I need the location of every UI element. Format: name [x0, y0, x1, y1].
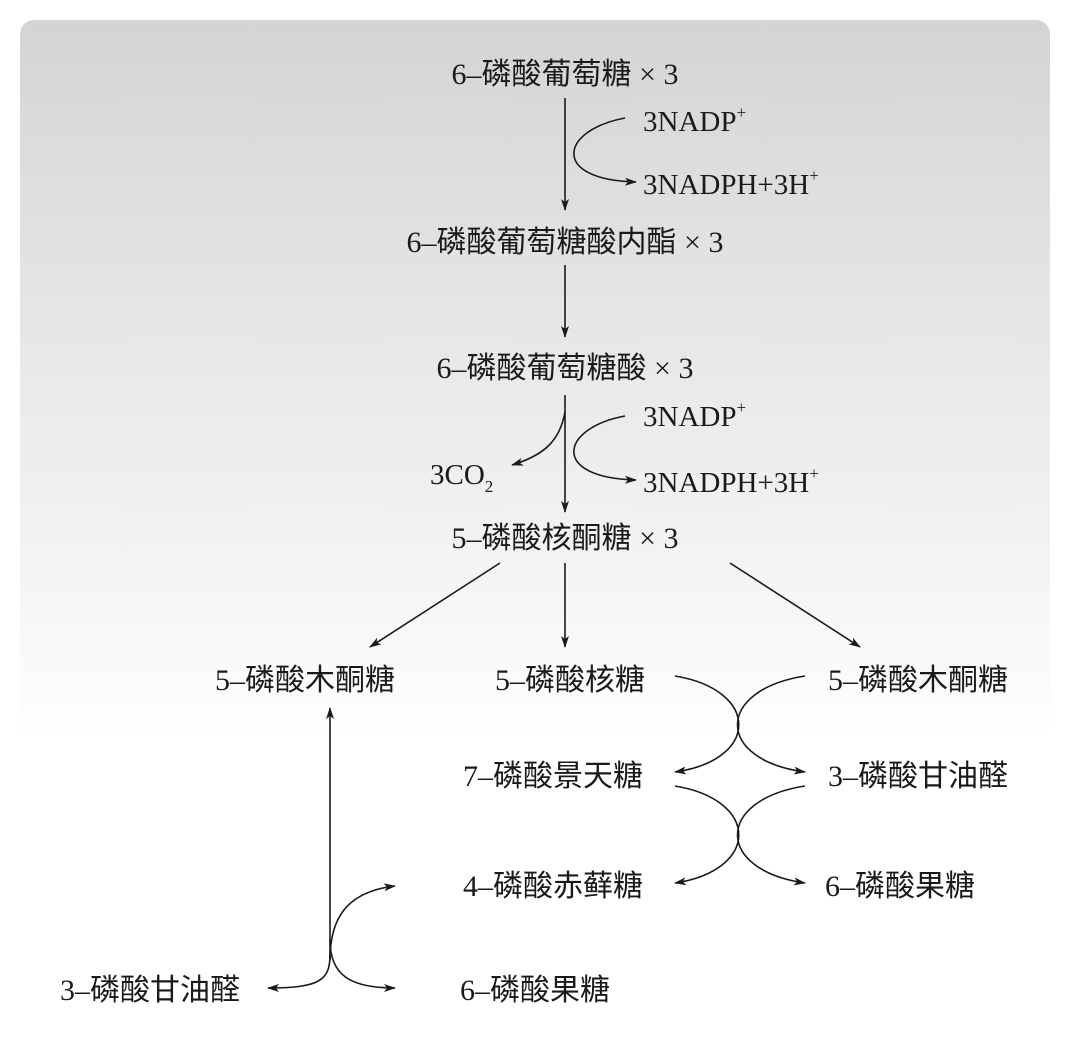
diagram-background: [20, 20, 1050, 1038]
node-f6p-bottom: 6–磷酸果糖: [460, 974, 610, 1007]
arrow-xu5p-to-g3p: [736, 675, 806, 775]
node-g6p: 6–磷酸葡萄糖 × 3: [452, 58, 679, 91]
cofactor-nadph-2: 3NADPH+3H+: [643, 464, 819, 499]
node-s7p: 7–磷酸景天糖: [463, 760, 643, 793]
arrow-ru5p-to-xu5p-left: [369, 562, 501, 648]
node-gluconate: 6–磷酸葡萄糖酸 × 3: [437, 352, 694, 385]
node-f6p-right: 6–磷酸果糖: [825, 870, 975, 903]
arrow-to-f6p-bottom: [329, 939, 396, 992]
arrow-nadp-to-nadph-2: [573, 415, 637, 484]
arrow-ru5p-to-xu5p-right: [729, 562, 861, 648]
node-g3p-bottom: 3–磷酸甘油醛: [60, 974, 240, 1007]
co2-label: 3CO2: [430, 459, 493, 496]
arrow-s7p-to-e4p: [674, 785, 740, 886]
node-r5p: 5–磷酸核糖: [495, 664, 645, 697]
node-e4p: 4–磷酸赤藓糖: [463, 870, 643, 903]
node-ru5p: 5–磷酸核酮糖 × 3: [452, 522, 679, 555]
node-xu5p-right: 5–磷酸木酮糖: [828, 664, 1008, 697]
arrow-r5p-to-s7p: [674, 675, 740, 775]
cofactor-nadph-1: 3NADPH+3H+: [643, 166, 819, 201]
arrow-nadp-to-nadph-1: [573, 117, 637, 186]
arrow-g3p-to-f6p: [736, 785, 806, 886]
cofactor-nadp-2: 3NADP+: [643, 398, 746, 433]
arrow-to-e4p-bottom: [329, 883, 396, 961]
arrow-co2-release: [511, 411, 566, 466]
node-g3p-mid: 3–磷酸甘油醛: [828, 760, 1008, 793]
node-lactone: 6–磷酸葡萄糖酸内酯 × 3: [407, 226, 724, 259]
cofactor-nadp-1: 3NADP+: [643, 103, 746, 138]
node-xu5p-left: 5–磷酸木酮糖: [215, 664, 395, 697]
arrow-to-g3p-bottom: [267, 954, 331, 992]
